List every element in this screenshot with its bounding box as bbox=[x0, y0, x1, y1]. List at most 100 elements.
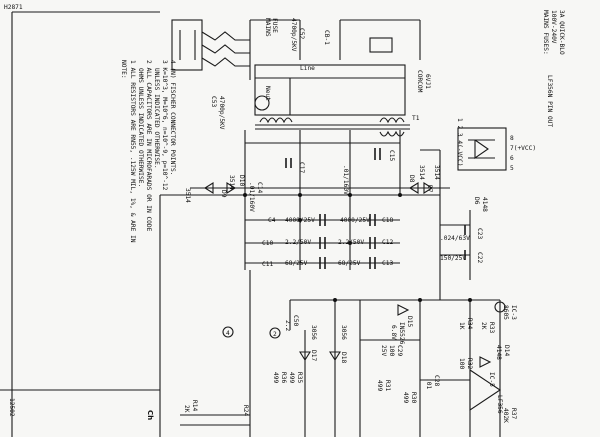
page-ref: H2871 bbox=[4, 4, 23, 11]
mains-fuses-line2: 3A QUICK-BLO bbox=[558, 10, 565, 55]
label-c11-val: 68/25V bbox=[285, 260, 308, 267]
label-d10: D10 bbox=[238, 175, 245, 186]
label-r34-val: 1K bbox=[458, 322, 465, 330]
label-3514-c: 3514 bbox=[418, 165, 425, 180]
label-c11: C11 bbox=[262, 261, 273, 268]
label-c14: C14 bbox=[256, 182, 263, 193]
note-4: 4 (N) FISCHER CONNECTOR POINTS. bbox=[169, 60, 176, 175]
notes-block: NOTE: 1 ALL RESISTORS ARE RN55, .125W MI… bbox=[120, 60, 176, 243]
label-c18-val: 4000/25V bbox=[340, 217, 370, 224]
label-c10-val: 2.2/50V bbox=[285, 239, 311, 246]
label-r31-val: 499 bbox=[376, 380, 383, 391]
label-neut: Neut bbox=[264, 86, 271, 101]
label-fuse: FUSE bbox=[271, 18, 278, 33]
label-c50: C50 bbox=[292, 315, 299, 326]
label-c50-val: 2.2 bbox=[284, 320, 291, 331]
label-c23: C23 bbox=[476, 228, 483, 239]
circuit-breaker bbox=[369, 37, 393, 53]
label-c18: C18 bbox=[382, 217, 393, 224]
note-3: 3 K=10^3, M=10^6, n=10^-9, p=10^-12 bbox=[161, 60, 168, 191]
ic-pinout-title-group: LF356N PIN OUT bbox=[546, 75, 553, 127]
label-c28-val: .01 bbox=[425, 378, 432, 389]
lbl-cb: CB-1 bbox=[323, 30, 330, 45]
node-2: 2 bbox=[273, 331, 277, 338]
label-c12: C12 bbox=[382, 239, 393, 246]
label-corcom-part: 6VJ1 bbox=[424, 74, 431, 89]
lbl-c52: 4700p/5KV C52 bbox=[290, 18, 305, 52]
label-r14: R14 bbox=[191, 400, 198, 411]
label-corcom: CORCOM bbox=[416, 70, 423, 93]
mains-fuses-note: MAINS FUSES: 100V-240V 3A QUICK-BLO bbox=[542, 10, 565, 55]
label-c52-val: 4700p/5KV bbox=[290, 18, 297, 52]
label-c4: C4 bbox=[268, 217, 276, 224]
label-mains: MAINS bbox=[264, 18, 271, 37]
label-c29: C29 bbox=[396, 345, 403, 356]
label-c15: C15 bbox=[388, 150, 395, 161]
ic-pins-top-group: 1 2 3 4(-VCC) bbox=[456, 118, 463, 166]
label-d14: D14 bbox=[503, 345, 510, 356]
label-r34: R34 bbox=[466, 318, 473, 329]
label-r33: R33 bbox=[488, 322, 495, 333]
ground-symbol bbox=[254, 95, 270, 111]
label-d8: D8 bbox=[408, 175, 415, 183]
label-ic3: IC-3 bbox=[510, 305, 517, 320]
label-d9: D9 bbox=[220, 190, 227, 198]
label-d18: D18 bbox=[340, 352, 347, 363]
label-d17-type: 3056 bbox=[310, 325, 317, 340]
label-ic3-part: 8605 bbox=[502, 305, 509, 320]
lbl-c53: C53 4700p/5KV bbox=[210, 96, 225, 130]
label-d6-val: 4148 bbox=[481, 197, 488, 212]
label-d17: D17 bbox=[310, 350, 317, 361]
label-r35: R35 bbox=[296, 372, 303, 383]
note-1a: 1 ALL RESISTORS ARE RN55, .125W MIL, 1%,… bbox=[129, 60, 136, 243]
label-r30: R30 bbox=[410, 392, 417, 403]
note-1b: OHMS UNLESS INDICATED OTHERWISE. bbox=[137, 68, 144, 187]
side-code: 12502 bbox=[8, 398, 15, 417]
mains-fuses-title: MAINS FUSES: bbox=[542, 10, 549, 55]
label-r37-val: 402K bbox=[502, 408, 509, 423]
mains-fuses-line1: 100V-240V bbox=[550, 10, 557, 44]
label-d15-type: IN5526 bbox=[398, 322, 405, 345]
label-c29-val: 100 bbox=[388, 345, 395, 356]
ic-pin7: 7(+VCC) bbox=[510, 145, 536, 152]
label-ic5-part: LF356 bbox=[496, 395, 503, 414]
ic-pin6: 6 bbox=[510, 155, 514, 162]
ic-pin8: 8 bbox=[510, 135, 514, 142]
label-3514-d: 3514 bbox=[433, 165, 440, 180]
label-c53: C53 bbox=[210, 96, 217, 107]
lbl-mains-fuse: MAINS FUSE bbox=[264, 18, 278, 37]
label-3514-b: 3514 bbox=[228, 175, 235, 190]
label-r35-val: 499 bbox=[288, 372, 295, 383]
note-2a: 2 ALL CAPACITORS ARE IN MICROFARADS OR I… bbox=[145, 60, 152, 232]
label-r24: R24 bbox=[242, 405, 249, 416]
label-c22-val: 150/25V bbox=[440, 255, 466, 262]
label-c16-val: .01/160V bbox=[342, 165, 349, 195]
label-c22: C22 bbox=[476, 252, 483, 263]
ic5-opamp bbox=[469, 369, 501, 412]
label-c28: C28 bbox=[433, 375, 440, 386]
label-c14-val: .01/160V bbox=[248, 182, 255, 212]
ic-pinout-box bbox=[457, 127, 507, 171]
label-c10: C10 bbox=[262, 240, 273, 247]
label-d6: D6 bbox=[473, 197, 480, 205]
label-3514-a: 3514 bbox=[184, 188, 191, 203]
label-cb1: CB-1 bbox=[323, 30, 330, 45]
label-c13: C13 bbox=[382, 260, 393, 267]
notes-heading: NOTE: bbox=[120, 60, 127, 79]
label-ic5: IC-5 bbox=[488, 372, 495, 387]
label-d15: D15 bbox=[406, 316, 413, 327]
corcom-filter bbox=[254, 64, 406, 116]
label-d7: D7 bbox=[426, 185, 433, 193]
label-d15-val: 6.8V bbox=[390, 325, 397, 340]
label-r31: R31 bbox=[384, 380, 391, 391]
label-line: Line bbox=[300, 65, 315, 72]
title-fragment: Ch bbox=[146, 410, 154, 420]
ic-pin5: 5 bbox=[510, 165, 514, 172]
label-c4-val: 4000/25V bbox=[285, 217, 315, 224]
label-r36-val: 499 bbox=[272, 372, 279, 383]
label-r30-val: 499 bbox=[402, 392, 409, 403]
ic3-symbol bbox=[494, 301, 506, 313]
label-c17: C17 bbox=[298, 162, 305, 173]
